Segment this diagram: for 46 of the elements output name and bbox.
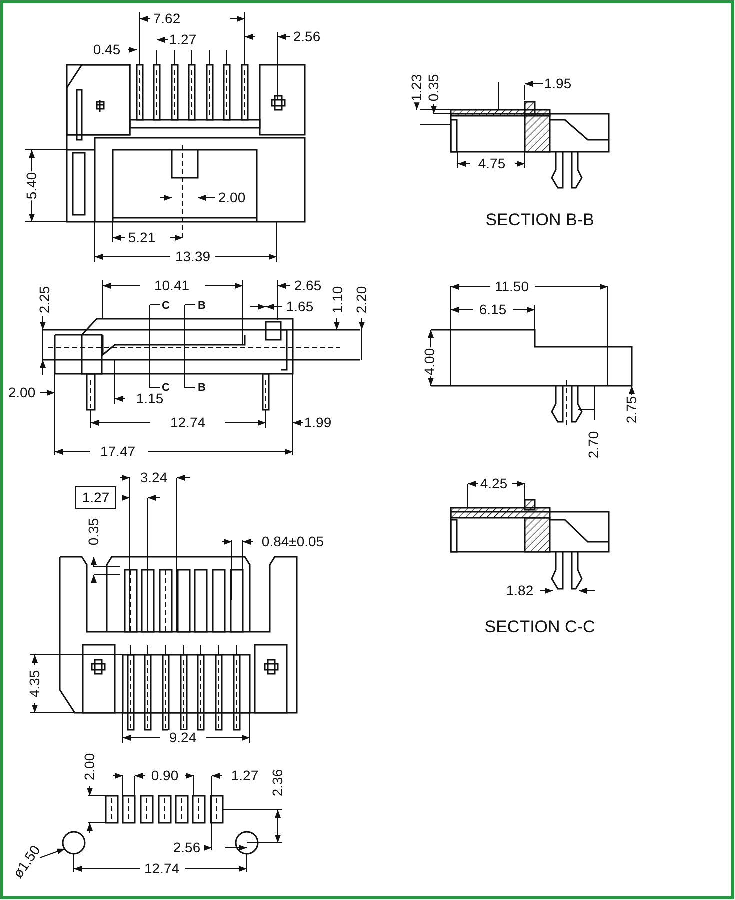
dimension-label: 1.15 <box>135 392 165 406</box>
dimension-label: 1.99 <box>303 416 333 430</box>
dimension-label: 4.35 <box>28 669 42 699</box>
dimension-label: 2.00 <box>7 386 37 400</box>
dimension-label: 11.50 <box>494 280 530 294</box>
section-marker: B <box>197 382 207 394</box>
dimension-label: 0.84±0.05 <box>260 534 326 550</box>
dimension-label: 5.40 <box>24 171 40 201</box>
dimension-label: 2.75 <box>624 395 640 425</box>
dimension-label: 2.36 <box>270 768 286 798</box>
dimension-label: 9.24 <box>168 730 198 746</box>
dimension-label: 4.00 <box>422 347 438 377</box>
dimension-label: 7.62 <box>152 12 182 26</box>
dimension-label: 2.20 <box>354 285 370 315</box>
dimension-label: 0.35 <box>86 517 102 547</box>
dimension-label: 0.35 <box>426 73 442 103</box>
dimension-label: 2.00 <box>217 190 247 206</box>
dimension-label: 1.27 <box>168 32 198 48</box>
dimension-label: 1.65 <box>285 300 315 314</box>
dimension-label: 2.56 <box>292 30 322 44</box>
dimension-label: 4.75 <box>477 156 507 172</box>
dimension-label: 1.82 <box>505 584 535 598</box>
dimension-label: 6.15 <box>478 302 508 318</box>
dimension-label: 1.23 <box>410 73 424 103</box>
dimension-label: 5.21 <box>127 230 157 246</box>
dimension-label: 2.70 <box>586 430 602 460</box>
dimension-label: 2.25 <box>38 285 52 315</box>
dimension-label: 13.39 <box>174 250 212 264</box>
dimension-label: 1.10 <box>330 285 346 315</box>
section-marker: C <box>161 382 171 394</box>
dimension-label: 12.74 <box>143 862 181 876</box>
dimension-label: 2.56 <box>172 840 202 856</box>
dimension-label: 0.45 <box>92 42 122 58</box>
dimension-label: 12.74 <box>169 416 207 430</box>
section-marker: B <box>197 300 207 312</box>
dimension-label: 10.41 <box>153 278 191 294</box>
basic-dimension-frame: 1.27 <box>75 486 117 510</box>
dimension-label: 1.95 <box>543 76 573 92</box>
section-marker: C <box>161 300 171 312</box>
dimension-label: 2.65 <box>293 278 323 294</box>
dimension-label: 17.47 <box>99 444 137 460</box>
dimension-label: 0.90 <box>150 768 180 784</box>
dimension-label: 1.27 <box>230 768 260 784</box>
dimension-label: 3.24 <box>139 470 169 486</box>
dimension-label: 4.25 <box>479 476 509 492</box>
dimension-label: 2.00 <box>82 752 98 782</box>
